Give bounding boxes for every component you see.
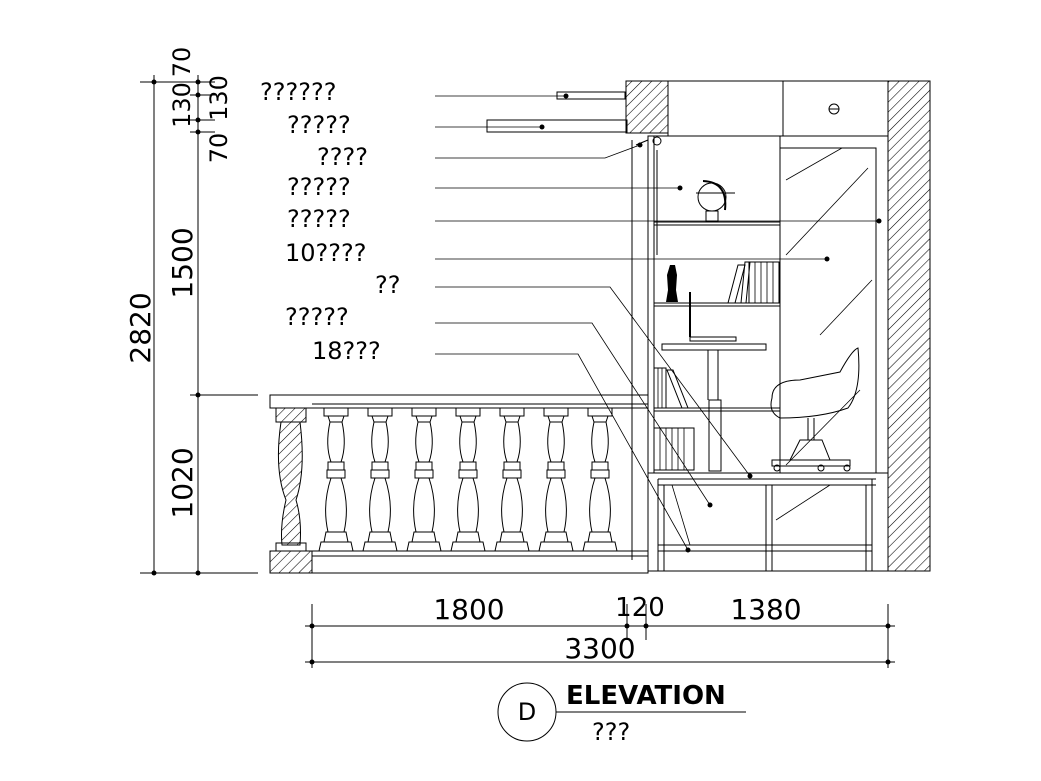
books-upper [727, 261, 780, 304]
laptop [689, 292, 737, 342]
baluster [582, 407, 618, 552]
leader-lines [435, 93, 882, 553]
books-lower [653, 367, 695, 471]
baluster [318, 407, 354, 552]
dim-1380: 1380 [730, 593, 801, 626]
base-cabinet [647, 472, 889, 572]
callout-label-9: 18??? [312, 337, 381, 365]
horizontal-dimension-lines [305, 604, 895, 668]
drawing-subtitle: ??? [592, 718, 630, 746]
baluster [450, 407, 486, 552]
drawing-title: ELEVATION [566, 681, 726, 711]
callout-label-5: ????? [287, 205, 351, 233]
chair [770, 347, 860, 472]
callout-label-8: ????? [285, 303, 349, 331]
statue-ornament [666, 265, 678, 302]
callout-labels: ?????? ????? ???? ????? ????? 10???? ?? … [260, 78, 400, 365]
dim-120: 120 [615, 593, 665, 623]
dim-1800: 1800 [433, 593, 504, 626]
dim-70-top: 70 [168, 47, 196, 78]
baluster [538, 407, 574, 552]
section-marker: D [518, 698, 536, 726]
callout-label-3: ???? [317, 143, 368, 171]
baluster [494, 407, 530, 552]
balustrade [269, 394, 649, 574]
horizontal-dimension-text: 1800 120 1380 3300 [433, 593, 801, 665]
right-wall [887, 80, 931, 572]
callout-label-7: ?? [375, 271, 400, 299]
title-block: D ELEVATION ??? [497, 681, 746, 746]
dim-70-lower: 70 [205, 133, 233, 164]
dim-130-lower: 130 [205, 75, 233, 121]
desk [661, 343, 767, 472]
baluster [362, 407, 398, 552]
callout-label-1: ?????? [260, 78, 336, 106]
mirror-panel [779, 147, 877, 474]
dim-130-top: 130 [168, 82, 196, 128]
vertical-dimension-text: 2820 70 130 70 130 1500 1020 [124, 47, 233, 519]
globe-ornament [696, 180, 735, 222]
dim-3300: 3300 [564, 632, 635, 665]
ceiling-cornice [486, 80, 889, 137]
callout-label-6: 10???? [285, 239, 367, 267]
bookshelf [631, 135, 781, 560]
vertical-dimension-lines [140, 75, 258, 576]
callout-label-2: ????? [287, 111, 351, 139]
callout-label-4: ????? [287, 173, 351, 201]
baluster [406, 407, 442, 552]
dim-2820: 2820 [124, 292, 157, 363]
dim-1020: 1020 [166, 447, 199, 518]
dim-1500: 1500 [166, 227, 199, 298]
